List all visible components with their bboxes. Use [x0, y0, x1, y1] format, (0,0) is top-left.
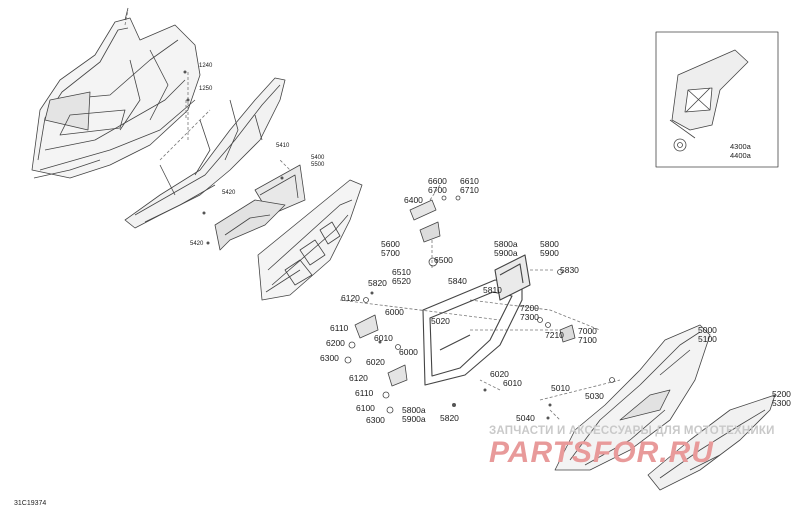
- part-label-6510: 6510: [392, 267, 411, 277]
- part-label-5100: 5100: [698, 334, 717, 344]
- part-label-6600: 6600: [428, 176, 447, 186]
- part-label-6400: 6400: [404, 195, 423, 205]
- part-label-5400: 5400: [311, 155, 325, 161]
- inset-callout-line2: 4400a: [730, 150, 751, 160]
- door-panel-left: [257, 179, 363, 301]
- part-label-6200: 6200: [326, 338, 345, 348]
- part-label-5840: 5840: [448, 276, 467, 286]
- part-label-5900: 5900: [540, 248, 559, 258]
- rocker-rail: [124, 77, 286, 229]
- part-label-6120-upper: 6120: [341, 293, 360, 303]
- part-label-6300-upper: 6300: [320, 353, 339, 363]
- part-label-6500: 6500: [434, 255, 453, 265]
- inset-callout-line1: 4300a: [730, 142, 751, 151]
- part-label-5300: 5300: [772, 398, 791, 408]
- rocker-guard: [214, 164, 306, 251]
- inset-box: [655, 31, 779, 168]
- part-label-5800: 5800: [540, 239, 559, 249]
- part-label-7200: 7200: [520, 303, 539, 313]
- part-label-5500: 5500: [311, 162, 325, 168]
- door-cover: [647, 394, 776, 491]
- part-label-6000-lower: 6000: [399, 347, 418, 357]
- part-label-5410: 5410: [276, 143, 290, 149]
- part-label-6110-upper: 6110: [330, 323, 349, 333]
- part-label-1250: 1250: [199, 86, 213, 92]
- part-label-6110-lower: 6110: [355, 388, 374, 398]
- part-label-5900a-top: 5900a: [494, 248, 518, 258]
- part-label-5000: 5000: [698, 325, 717, 335]
- part-label-6010-lower: 6010: [503, 378, 522, 388]
- part-label-6100: 6100: [356, 403, 375, 413]
- watermark-tagline: ЗАПЧАСТИ И АКСЕССУАРЫ ДЛЯ МОТОТЕХНИКИ: [489, 425, 775, 437]
- part-label-7000: 7000: [578, 326, 597, 336]
- part-label-5830: 5830: [560, 265, 579, 275]
- part-label-5800a-bottom: 5800a: [402, 405, 426, 415]
- part-label-5420-lower: 5420: [190, 241, 204, 247]
- latch-7000: [537, 269, 615, 383]
- part-label-6700: 6700: [428, 185, 447, 195]
- part-label-6520: 6520: [392, 276, 411, 286]
- part-label-5200: 5200: [772, 389, 791, 399]
- latch-hardware: [409, 195, 461, 267]
- hinge-lower: [382, 344, 408, 414]
- part-label-5020: 5020: [431, 316, 450, 326]
- door-frame: [422, 254, 531, 386]
- part-label-6610: 6610: [460, 176, 479, 186]
- part-label-5900a-bottom: 5900a: [402, 414, 426, 424]
- part-label-5820-upper: 5820: [368, 278, 387, 288]
- part-label-5040: 5040: [516, 413, 535, 423]
- part-label-1240: 1240: [199, 63, 213, 69]
- part-label-5810: 5810: [483, 285, 502, 295]
- part-label-6300-lower: 6300: [366, 415, 385, 425]
- hinge-upper: [344, 297, 379, 364]
- watermark-brand-logo: PARTSFOR.RU: [489, 436, 714, 469]
- part-label-5600: 5600: [381, 239, 400, 249]
- part-label-6710: 6710: [460, 185, 479, 195]
- diagram-id-code: 31C19374: [14, 500, 47, 507]
- part-label-7210: 7210: [545, 330, 564, 340]
- part-label-5010: 5010: [551, 383, 570, 393]
- inset-callout: 4300a 4400a: [730, 142, 751, 160]
- part-label-6020-upper: 6020: [366, 357, 385, 367]
- part-label-7100: 7100: [578, 335, 597, 345]
- part-label-5420-upper: 5420: [222, 190, 236, 196]
- part-label-6010-upper: 6010: [374, 333, 393, 343]
- part-label-6000-upper: 6000: [385, 307, 404, 317]
- side-frame-assembly: [31, 7, 201, 179]
- part-label-7300: 7300: [520, 312, 539, 322]
- part-label-5030: 5030: [585, 391, 604, 401]
- part-label-5800a-top: 5800a: [494, 239, 518, 249]
- part-label-6120-lower: 6120: [349, 373, 368, 383]
- part-label-5700: 5700: [381, 248, 400, 258]
- part-label-5820-lower: 5820: [440, 413, 459, 423]
- part-label-6020-lower: 6020: [490, 369, 509, 379]
- outer-door-panel: [554, 324, 711, 471]
